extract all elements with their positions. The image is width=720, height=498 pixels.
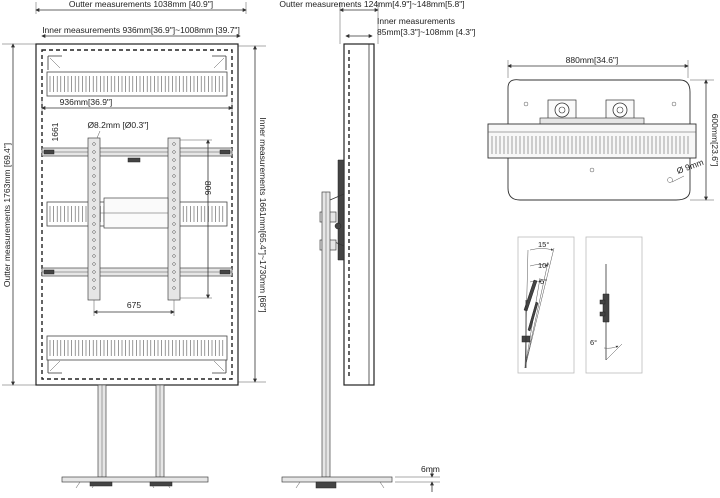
vesa-hole xyxy=(172,262,176,266)
vesa-hole xyxy=(92,270,96,274)
vesa-hole xyxy=(172,286,176,290)
screen-inner-outline xyxy=(41,49,233,380)
vesa-hole xyxy=(92,142,96,146)
vesa-hole xyxy=(172,278,176,282)
vesa-hole xyxy=(92,198,96,202)
outer-depth-label: Outter measurements 124mm[4.9"]~148mm[5.… xyxy=(279,0,464,9)
inner-width-label: Inner measurements 936mm[36.9"]~1008mm [… xyxy=(42,25,240,35)
vesa-hole xyxy=(172,246,176,250)
vesa-hole xyxy=(92,262,96,266)
hole-label: Ø8.2mm [Ø0.3"] xyxy=(87,120,148,130)
vesa-hole xyxy=(172,230,176,234)
inner-height-label: Inner measurements 1661mm[65.4"]~1730mm … xyxy=(258,117,268,312)
vesa-hole xyxy=(172,238,176,242)
tilt-box-backward xyxy=(585,236,643,374)
outer-width-label: Outter measurements 1038mm [40.9"] xyxy=(69,0,213,9)
outer-height-label: Outter measurements 1763mm [69.4"] xyxy=(2,143,12,287)
vesa-hole xyxy=(92,230,96,234)
vesa-hole xyxy=(92,246,96,250)
base-width-label: 880mm[34.6"] xyxy=(566,55,619,65)
stand-base-side xyxy=(281,476,393,483)
vesa-hole xyxy=(92,278,96,282)
vesa-hole xyxy=(172,174,176,178)
base-thickness-label: 6mm xyxy=(421,464,440,474)
stand-base-front xyxy=(61,476,209,483)
base-depth-label: 600mm[23.6"] xyxy=(710,114,720,167)
vesa-hole xyxy=(172,198,176,202)
vesa-hole xyxy=(92,174,96,178)
side-view: Outter measurements 124mm[4.9"]~148mm[5.… xyxy=(279,0,475,492)
vesa-hole xyxy=(172,214,176,218)
vesa-hole xyxy=(92,182,96,186)
vesa-hole xyxy=(172,142,176,146)
front-view: Outter measurements 1038mm [40.9"] Inner… xyxy=(2,0,268,489)
vesa-hole xyxy=(92,286,96,290)
vesa-hole xyxy=(92,166,96,170)
tilt-view-backward: 6° xyxy=(585,236,643,374)
vesa-hole xyxy=(172,254,176,258)
vesa-hole xyxy=(172,222,176,226)
pole-clamps xyxy=(539,99,645,125)
vesa-hole xyxy=(172,270,176,274)
vesa-hole xyxy=(92,206,96,210)
tilt-angle-5: 5° xyxy=(540,277,547,286)
inner-depth-label: 85mm[3.3"]~108mm [4.3"] xyxy=(377,27,475,37)
vesa-hole xyxy=(92,238,96,242)
vesa-hole xyxy=(92,222,96,226)
vesa-hole xyxy=(92,190,96,194)
vent-strip-top xyxy=(46,71,228,97)
dim-806-label: 806 xyxy=(203,181,213,195)
dim-1661-label: 1661 xyxy=(50,122,60,141)
vesa-hole xyxy=(172,166,176,170)
vesa-hole xyxy=(92,254,96,258)
tilt-view-forward: 15° 10° 5° xyxy=(517,236,575,374)
vesa-arm-right xyxy=(167,137,181,301)
vesa-hole xyxy=(172,206,176,210)
vesa-hole xyxy=(172,158,176,162)
tilt-angle-6: 6° xyxy=(590,338,597,347)
vesa-arm-left xyxy=(87,137,101,301)
vesa-hole xyxy=(92,150,96,154)
base-view: 880mm[34.6"] 600mm[23.6"] Ø 9mm xyxy=(487,55,720,201)
vesa-hole xyxy=(92,158,96,162)
inner-depth-title: Inner measurements xyxy=(377,16,455,26)
vesa-hole xyxy=(172,190,176,194)
vesa-hole xyxy=(92,214,96,218)
tilt-angle-15: 15° xyxy=(538,240,549,249)
width-936-label: 936mm[36.9"] xyxy=(60,97,113,107)
vent-strip-bottom xyxy=(46,335,228,361)
vesa-hole xyxy=(172,182,176,186)
dim-675-label: 675 xyxy=(127,300,141,310)
vesa-hole xyxy=(172,150,176,154)
tilt-angle-10: 10° xyxy=(538,261,549,270)
